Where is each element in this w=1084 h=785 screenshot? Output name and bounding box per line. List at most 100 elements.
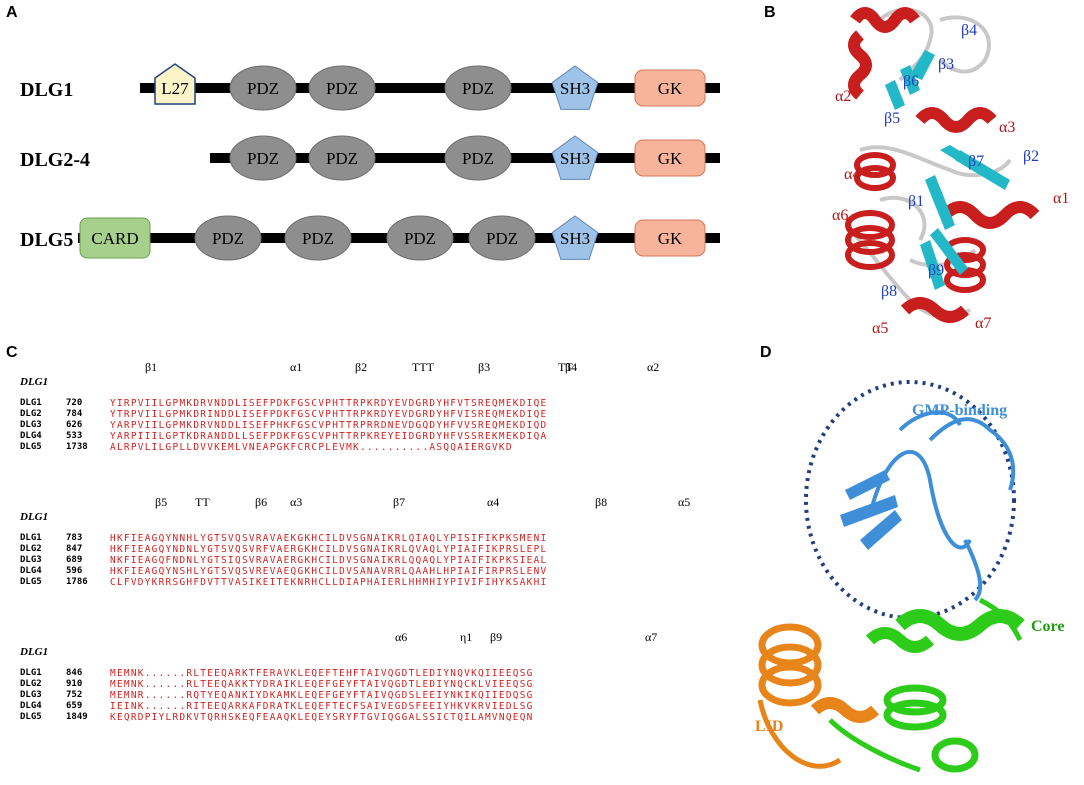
domain-pdz: PDZ [386,215,454,261]
ss-element-label: α5 [678,495,691,509]
alignment-seq-name: DLG4 [20,431,42,441]
alignment-sequence: ALRPVLILGPLLDVVKEMLVNEAPGKFCRCPLEVMK....… [110,442,513,453]
gmp-binding-circle [804,380,1016,620]
alignment-seq-name: DLG3 [20,555,42,565]
ss-element-label: β1 [145,360,158,374]
alignment-start: 847 [66,544,83,554]
domain-gk: GK [634,69,706,107]
domain-pdz: PDZ [229,135,297,181]
alignment-seq-name: DLG1 [20,668,42,678]
ss-element-label: η1 [460,630,473,644]
panel-label-b: B [764,4,776,21]
domain-pdz: PDZ [284,215,352,261]
alignment-sequence: MEMNR......RQTYEQANKIYDKAMKLEQEFGEYFTAIV… [110,690,534,701]
alignment-sequence: YARPVIILGPMKDRVNDDLISEFPHKFGSCVPHTTRPRRD… [110,420,548,431]
panel-b: B [760,0,1084,340]
alignment-seq-name: DLG4 [20,566,42,576]
panel-d: D GMP-binding [720,340,1084,785]
domain-pdz: PDZ [444,65,512,111]
domain-label: PDZ [462,149,494,168]
domain-pdz: PDZ [444,135,512,181]
alignment-seq-name: DLG5 [20,577,42,587]
gmp-binding-strands [840,470,902,550]
alignment-sequence: KEQRDPIYLRDKVTQRHSKEQFEAAQKLEQEYSRYFTGVI… [110,712,534,723]
gmp-binding-region [868,410,1016,602]
ss-element-label: β9 [490,630,503,644]
domain-label: PDZ [302,229,334,248]
alignment-start: 846 [66,668,83,678]
label-core: Core [1031,618,1065,635]
label-alpha6: α6 [832,207,849,224]
ss-element-label: TTT [412,360,434,374]
helices [845,7,1040,323]
ss-element-label: α4 [487,495,500,509]
alignment-seq-name: DLG3 [20,420,42,430]
alignment-start: 1738 [66,442,88,452]
domain-label: GK [658,229,683,248]
ss-element-label: TT [558,360,573,374]
core-region [828,597,1025,773]
secondary-structure-track: DLG1 α6 η1 β9 α7 [0,630,720,660]
panel-label-c: C [6,344,18,361]
ss-element-label: α6 [395,630,408,644]
domain-label: PDZ [326,79,358,98]
label-alpha4: α4 [844,166,861,183]
alignment-sequence: YTRPVIILGPMKDRINDDLISEFPDKFGSCVPHTTRPKRD… [110,409,548,420]
reference-label: DLG1 [20,376,49,388]
protein-name: DLG1 [20,79,73,101]
label-lid: LID [755,718,784,735]
reference-label: DLG1 [20,511,49,523]
domain-sh3: SH3 [551,215,599,260]
alignment-start: 783 [66,533,83,543]
domain-label: GK [658,149,683,168]
alignment-sequence: NKFIEAGQFNDNLYGTSIQSVRAVAERGKHCILDVSGNAI… [110,555,548,566]
domain-label: PDZ [326,149,358,168]
protein-name: DLG5 [20,229,73,251]
alignment-seq-name: DLG3 [20,690,42,700]
reference-label: DLG1 [20,646,49,658]
domain-label: CARD [91,229,138,248]
domain-label: SH3 [560,229,590,248]
domain-gk: GK [634,139,706,177]
ss-element-label: α3 [290,495,303,509]
label-beta2: β2 [1023,148,1040,165]
label-beta7: β7 [968,153,985,170]
domain-pdz: PDZ [308,135,376,181]
ss-element-label: α7 [645,630,658,644]
ss-element-label: α2 [647,360,660,374]
domain-label: PDZ [247,79,279,98]
label-alpha3: α3 [999,119,1016,136]
label-beta3: β3 [938,56,955,73]
domain-pdz: PDZ [468,215,536,261]
alignment-start: 596 [66,566,83,576]
domain-sh3: SH3 [551,65,599,110]
lid-region [757,623,880,769]
structure-cartoon-d [757,380,1025,773]
alignment-seq-name: DLG2 [20,544,42,554]
domain-label: PDZ [404,229,436,248]
alignment-start: 720 [66,398,83,408]
alignment-seq-name: DLG4 [20,701,42,711]
label-gmp-binding: GMP-binding [912,402,1008,419]
alignment-sequence: MEMNK......RLTEEQARKTFERAVKLEQEFTEHFTAIV… [110,668,534,679]
alignment-sequence: MEMNK......RLTEEQAKKTYDRAIKLEQEFGEYFTAIV… [110,679,534,690]
domain-label: GK [658,79,683,98]
alignment-start: 752 [66,690,83,700]
label-beta1: β1 [908,193,925,210]
label-beta5: β5 [884,110,901,127]
alignment-start: 910 [66,679,83,689]
domain-pdz: PDZ [194,215,262,261]
panel-label-d: D [760,344,772,361]
alignment-seq-name: DLG2 [20,409,42,419]
label-alpha1: α1 [1053,190,1070,207]
ss-element-label: β2 [355,360,368,374]
alignment-seq-name: DLG2 [20,679,42,689]
ss-element-label: β6 [255,495,268,509]
label-beta9: β9 [928,262,945,279]
domain-card: CARD [79,217,151,259]
alignment-start: 689 [66,555,83,565]
alignment-seq-name: DLG1 [20,398,42,408]
